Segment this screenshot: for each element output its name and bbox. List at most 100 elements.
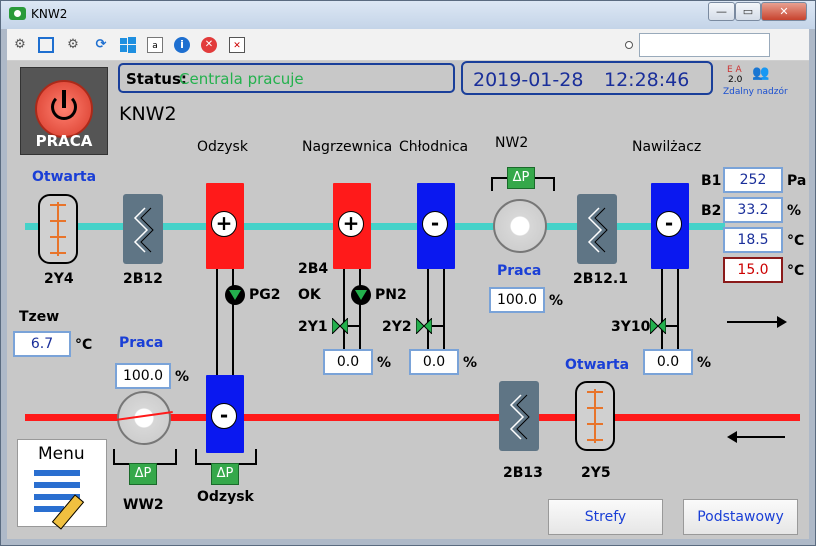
cooler-coil[interactable]: - bbox=[417, 183, 455, 269]
close-circle-icon[interactable]: ✕ bbox=[201, 37, 217, 53]
recovery-exhaust-coil[interactable]: - bbox=[206, 375, 244, 453]
supply-dp-sensor[interactable]: ΔP bbox=[507, 167, 535, 189]
exhaust-damper-state: Otwarta bbox=[565, 357, 630, 373]
valve-3y10-value[interactable]: 0.0 bbox=[643, 349, 693, 375]
pump-pn2-label: PN2 bbox=[375, 287, 407, 303]
supply-duct bbox=[25, 223, 725, 230]
exhaust-duct bbox=[25, 414, 800, 421]
hvac-panel: PRACA Status: Centrala pracuje 2019-01-2… bbox=[7, 61, 809, 539]
close-button[interactable]: ✕ bbox=[761, 2, 807, 21]
heater-coil[interactable]: + bbox=[333, 183, 371, 269]
title-bar: KNW2 — ▭ ✕ bbox=[1, 1, 815, 29]
power-icon bbox=[35, 80, 93, 138]
supply-damper-label: 2Y4 bbox=[44, 271, 74, 287]
toolbar-radio[interactable] bbox=[625, 41, 633, 49]
document-icon[interactable]: a bbox=[147, 37, 163, 53]
tzew-unit: °C bbox=[75, 337, 93, 353]
status-box: Status: Centrala pracuje bbox=[118, 63, 455, 93]
valve-2y2-unit: % bbox=[463, 355, 478, 371]
pump-pn2-icon[interactable] bbox=[351, 285, 371, 305]
praca-label: PRACA bbox=[35, 132, 93, 150]
filter-2b13[interactable] bbox=[499, 381, 539, 451]
supply-temp-unit: °C bbox=[787, 233, 805, 249]
remote-users-icon[interactable]: 👥 bbox=[752, 65, 770, 81]
podstawowy-button[interactable]: Podstawowy bbox=[683, 499, 798, 535]
valve-2y1-value[interactable]: 0.0 bbox=[323, 349, 373, 375]
supply-damper-2y4[interactable] bbox=[38, 194, 78, 264]
recovery-dp-sensor[interactable]: ΔP bbox=[211, 463, 239, 485]
b2-label: B2 bbox=[701, 203, 722, 219]
valve-2y1-icon[interactable] bbox=[332, 318, 348, 334]
exhaust-flow-arrow bbox=[735, 436, 785, 438]
valve-2y2-value[interactable]: 0.0 bbox=[409, 349, 459, 375]
minus-icon: - bbox=[422, 211, 448, 237]
date-text: 2019-01-28 bbox=[473, 69, 584, 91]
menu-button[interactable]: Menu bbox=[17, 439, 107, 530]
supply-fan-state: Praca bbox=[497, 263, 542, 279]
exhaust-fan-value[interactable]: 100.0 bbox=[115, 363, 171, 389]
datetime-box: 2019-01-28 12:28:46 bbox=[461, 61, 713, 95]
settings-icon[interactable]: ⚙ bbox=[67, 37, 79, 52]
supply-damper-state: Otwarta bbox=[32, 169, 97, 185]
status-label: Status: bbox=[126, 70, 187, 88]
exhaust-fan-ww2[interactable] bbox=[115, 391, 173, 445]
remote-ea: E A bbox=[727, 65, 742, 75]
minimize-button[interactable]: — bbox=[708, 2, 735, 21]
supply-flow-arrow bbox=[727, 321, 783, 323]
sensor-2b4-label: 2B4 bbox=[298, 261, 329, 277]
humidifier-coil[interactable]: - bbox=[651, 183, 689, 269]
minus-icon: - bbox=[211, 403, 237, 429]
refresh-icon[interactable]: ⟳ bbox=[95, 37, 107, 52]
valve-3y10-icon[interactable] bbox=[650, 318, 666, 334]
window-title: KNW2 bbox=[31, 7, 68, 21]
minus-icon: - bbox=[656, 211, 682, 237]
supply-fan-nw2[interactable] bbox=[493, 199, 547, 253]
exhaust-fan-state: Praca bbox=[119, 335, 164, 351]
praca-button[interactable]: PRACA bbox=[20, 67, 108, 155]
filter-2b12-1[interactable] bbox=[577, 194, 617, 264]
recovery-exhaust-label: Odzysk bbox=[197, 489, 254, 505]
exhaust-fan-label: WW2 bbox=[123, 497, 164, 513]
maximize-button[interactable]: ▭ bbox=[735, 2, 761, 21]
b1-unit: Pa bbox=[787, 173, 807, 189]
b1-value[interactable]: 252 bbox=[723, 167, 783, 193]
valve-2y1-label: 2Y1 bbox=[298, 319, 328, 335]
exhaust-damper-label: 2Y5 bbox=[581, 465, 611, 481]
time-text: 12:28:46 bbox=[604, 69, 690, 91]
windows-icon[interactable] bbox=[120, 37, 136, 53]
section-odzysk: Odzysk bbox=[197, 139, 248, 155]
filter-2b12[interactable] bbox=[123, 194, 163, 264]
valve-2y1-unit: % bbox=[377, 355, 392, 371]
b2-unit: % bbox=[787, 203, 802, 219]
b1-label: B1 bbox=[701, 173, 722, 189]
valve-3y10-unit: % bbox=[697, 355, 712, 371]
info-icon[interactable]: i bbox=[174, 37, 190, 53]
b2-value[interactable]: 33.2 bbox=[723, 197, 783, 223]
tzew-value[interactable]: 6.7 bbox=[13, 331, 71, 357]
gear-icon[interactable]: ⚙ bbox=[14, 37, 26, 52]
toolbar-input[interactable] bbox=[639, 33, 770, 57]
plus-icon: + bbox=[211, 211, 237, 237]
recovery-supply-coil[interactable]: + bbox=[206, 183, 244, 269]
filter-2b12-label: 2B12 bbox=[123, 271, 163, 287]
exhaust-damper-2y5[interactable] bbox=[575, 381, 615, 451]
section-nagrzewnica: Nagrzewnica bbox=[302, 139, 393, 155]
calendar-icon[interactable]: ✕ bbox=[229, 37, 245, 53]
pump-pg2-label: PG2 bbox=[249, 287, 281, 303]
valve-2y2-label: 2Y2 bbox=[382, 319, 412, 335]
remote-label: Zdalny nadzór bbox=[723, 87, 788, 97]
strefy-button[interactable]: Strefy bbox=[548, 499, 663, 535]
supply-fan-value[interactable]: 100.0 bbox=[489, 287, 545, 313]
pump-pg2-icon[interactable] bbox=[225, 285, 245, 305]
toolbar: ⚙ ⚙ ⟳ a i ✕ ✕ bbox=[7, 29, 809, 61]
exhaust-fan-unit: % bbox=[175, 369, 190, 385]
filter-2b13-label: 2B13 bbox=[503, 465, 543, 481]
supply-temp-value[interactable]: 18.5 bbox=[723, 227, 783, 253]
valve-3y10-label: 3Y10 bbox=[611, 319, 651, 335]
exhaust-dp-sensor[interactable]: ΔP bbox=[129, 463, 157, 485]
section-nawilzacz: Nawilżacz bbox=[632, 139, 702, 155]
setpoint-temp-value[interactable]: 15.0 bbox=[723, 257, 783, 283]
tzew-label: Tzew bbox=[19, 309, 60, 325]
fullscreen-icon[interactable] bbox=[38, 37, 54, 53]
valve-2y2-icon[interactable] bbox=[416, 318, 432, 334]
